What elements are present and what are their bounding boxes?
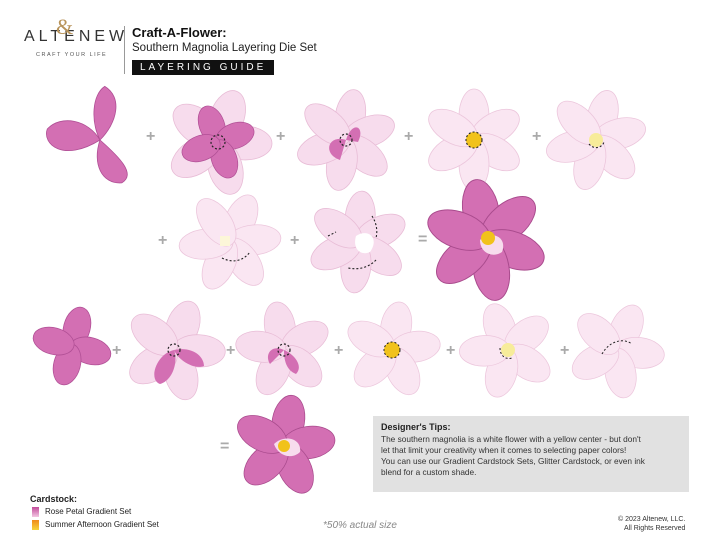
brand-logo-text: ALTENEW <box>24 28 129 45</box>
row3-step2-flower <box>105 282 243 417</box>
plus-sign: + <box>226 342 236 359</box>
row1-step2-flower <box>145 71 291 213</box>
copyright: © 2023 Altenew, LLC. All Rights Reserved <box>618 515 685 533</box>
row3-step3-flower <box>224 292 344 407</box>
cardstock-item: Summer Afternoon Gradient Set <box>32 520 159 530</box>
designer-tips-panel: Designer's Tips: The southern magnolia i… <box>373 416 689 492</box>
row2-step2-flower <box>301 186 415 298</box>
brand-monogram: & <box>56 14 74 39</box>
page-subtitle: Southern Magnolia Layering Die Set <box>132 42 317 54</box>
row1-step3-flower <box>285 80 407 200</box>
row1-step4-flower <box>421 88 527 192</box>
plus-sign: + <box>290 232 300 249</box>
row3-step5-flower <box>443 286 573 414</box>
summer-afternoon-swatch <box>32 520 39 530</box>
plus-sign: + <box>276 128 286 145</box>
row1-step1-flower <box>39 84 131 195</box>
row2-step1-flower <box>161 173 299 311</box>
plus-sign: + <box>334 342 344 359</box>
plus-sign: + <box>446 342 456 359</box>
plus-sign: + <box>146 128 156 145</box>
rights-line: All Rights Reserved <box>623 525 686 532</box>
row2-result-flower <box>413 168 559 312</box>
row1-step5-flower <box>532 76 660 204</box>
tips-line: blend for a custom shade. <box>381 467 477 477</box>
copyright-line: © 2023 Altenew, LLC. <box>618 516 686 523</box>
equals-sign: = <box>418 231 428 248</box>
designer-tips-title: Designer's Tips: <box>381 422 451 432</box>
page-title: Craft-A-Flower: <box>132 25 227 40</box>
tips-line: You can use our Gradient Cardstock Sets,… <box>381 456 645 466</box>
plus-sign: + <box>112 342 122 359</box>
cardstock-title: Cardstock: <box>30 494 78 504</box>
cardstock-item-label: Rose Petal Gradient Set <box>45 507 132 517</box>
equals-sign: = <box>220 438 230 455</box>
plus-sign: + <box>158 232 168 249</box>
row3-step6-flower <box>548 283 684 416</box>
plus-sign: + <box>560 342 570 359</box>
header-divider <box>124 26 125 74</box>
tips-line: let that limit your creativity when it c… <box>381 445 627 455</box>
brand-tagline: CRAFT YOUR LIFE <box>36 52 108 58</box>
cardstock-item-label: Summer Afternoon Gradient Set <box>45 520 159 530</box>
tips-line: The southern magnolia is a white flower … <box>381 434 641 444</box>
rose-petal-swatch <box>32 507 39 517</box>
cardstock-item: Rose Petal Gradient Set <box>32 507 131 517</box>
plus-sign: + <box>404 128 414 145</box>
row4-result-flower <box>221 385 347 507</box>
layering-guide-badge: LAYERING GUIDE <box>132 60 275 75</box>
row3-step4-flower <box>332 292 452 407</box>
plus-sign: + <box>532 128 542 145</box>
scale-note: *50% actual size <box>323 520 397 531</box>
row3-step1-flower <box>22 296 122 396</box>
